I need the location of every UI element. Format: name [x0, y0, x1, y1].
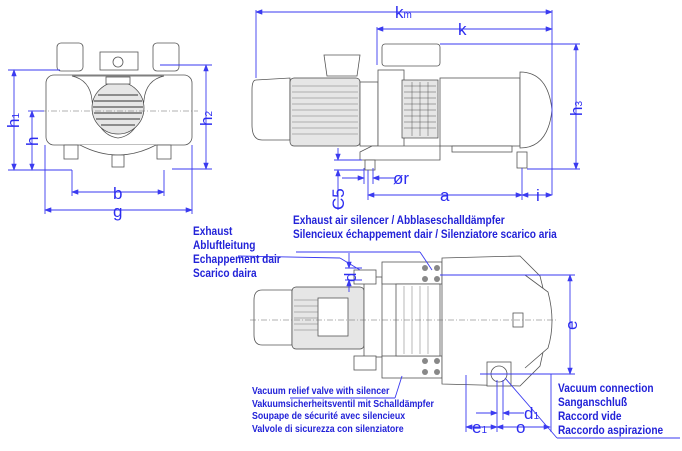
vacuum-relief-valve-label: Vacuum relief valve with silencer Vakuum… — [252, 386, 434, 436]
top-view-pump — [250, 255, 558, 387]
vacuum-relief-label-en: Vacuum relief valve with silencer — [252, 386, 390, 397]
dim-k: k — [458, 20, 467, 39]
vacuum-connection-label-de: Sanganschluß — [558, 397, 628, 409]
dim-g: g — [113, 202, 122, 221]
exhaust-label-it: Scarico daira — [193, 268, 257, 280]
exhaust-label-en: Exhaust — [193, 226, 233, 238]
side-view-dimensions — [255, 9, 580, 210]
dim-i: i — [536, 186, 540, 205]
vacuum-relief-label-fr: Soupape de sécurité avec silencieux — [252, 411, 406, 422]
top-view-dimensions — [237, 251, 680, 439]
exhaust-label: Exhaust Abluftleitung Echappement dair S… — [193, 225, 281, 281]
vacuum-relief-label-it: Valvole di sicurezza con silenziatore — [252, 423, 404, 435]
dim-o: o — [516, 418, 525, 437]
vacuum-connection-label-en: Vacuum connection — [558, 383, 654, 395]
dim-km: km — [395, 3, 412, 22]
vacuum-relief-label-de: Vakuumsicherheitsventil mit Schalldämpfe… — [252, 398, 434, 410]
dim-b: b — [113, 184, 122, 203]
exhaust-label-de: Abluftleitung — [193, 240, 256, 252]
dim-c5: C5 — [329, 188, 348, 210]
exhaust-silencer-label-fr-it: Silencieux échappement dair / Silenziato… — [293, 229, 557, 241]
dim-d1: d1 — [524, 404, 539, 423]
dim-h2: h2 — [197, 111, 216, 126]
vacuum-connection-label-it: Raccordo aspirazione — [558, 425, 664, 437]
dim-h1: h1 — [4, 113, 23, 128]
front-view-pump — [40, 42, 198, 168]
dim-h3: h3 — [567, 101, 586, 116]
vacuum-connection-label-fr: Raccord vide — [558, 411, 622, 423]
exhaust-label-fr: Echappement dair — [193, 254, 281, 266]
exhaust-silencer-label: Exhaust air silencer / Abblaseschalldämp… — [293, 214, 557, 242]
vacuum-connection-label: Vacuum connection Sanganschluß Raccord v… — [558, 382, 663, 438]
dim-h: h — [23, 137, 42, 146]
exhaust-silencer-label-en-de: Exhaust air silencer / Abblaseschalldämp… — [293, 215, 505, 227]
side-view-pump — [251, 43, 553, 171]
dim-r: ør — [393, 169, 409, 188]
dim-a: a — [440, 186, 450, 205]
dim-d: d — [341, 273, 360, 282]
dim-e: e — [562, 321, 581, 330]
front-view-dimensions — [8, 64, 212, 214]
dim-e1: e1 — [472, 418, 487, 437]
